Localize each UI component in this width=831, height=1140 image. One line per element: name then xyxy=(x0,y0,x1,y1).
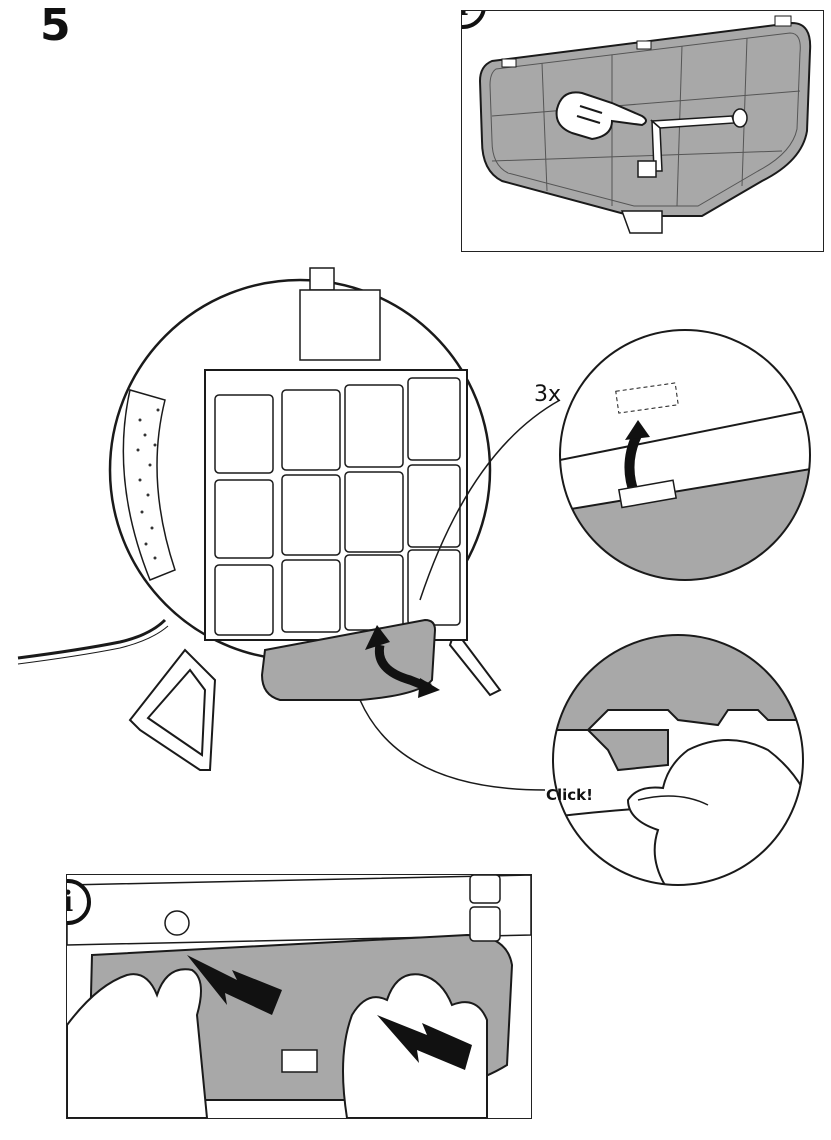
insert-arrow xyxy=(374,644,432,693)
cover-clip xyxy=(636,40,652,50)
info-panel-press-cover: i xyxy=(66,874,532,1119)
click-label: Click! xyxy=(546,786,593,804)
cover-latch xyxy=(620,210,663,234)
latch-tab xyxy=(585,729,669,772)
clip-tab xyxy=(617,479,678,509)
press-arrow-right xyxy=(377,1015,472,1070)
perforated-side xyxy=(136,408,160,560)
zoom-callout-click xyxy=(552,634,804,886)
cover-icon-badge xyxy=(469,875,501,904)
insert-arrow-head xyxy=(365,625,390,650)
repeat-count-label: 3x xyxy=(534,382,562,407)
hex-key-tool xyxy=(637,108,748,178)
press-illustration xyxy=(67,875,531,1118)
cover-illustration xyxy=(478,15,812,234)
main-illustration xyxy=(17,267,561,791)
cover-clip xyxy=(501,58,517,68)
power-cord xyxy=(17,618,167,660)
press-arrow-left xyxy=(187,955,282,1015)
stand-left xyxy=(128,648,217,771)
pointing-hand-icon xyxy=(555,91,647,141)
cover-icon-badge xyxy=(469,906,501,942)
cover-clip xyxy=(774,15,792,27)
info-panel-cover-tool: i xyxy=(461,10,824,252)
filter-cover xyxy=(260,618,437,701)
callout-leader-lower xyxy=(359,699,546,791)
cover-bottom-latch xyxy=(281,1049,318,1073)
zoom-callout-clips xyxy=(559,329,811,581)
dashed-slot xyxy=(615,382,679,414)
knob xyxy=(164,910,190,936)
center-bracket xyxy=(299,289,381,361)
filter-cells xyxy=(214,377,461,636)
lift-arrow-head xyxy=(625,420,650,440)
callout-leader-upper xyxy=(419,399,561,601)
top-connector xyxy=(309,267,335,291)
step-number: 5 xyxy=(40,0,71,51)
left-hand-icon xyxy=(67,968,209,1118)
